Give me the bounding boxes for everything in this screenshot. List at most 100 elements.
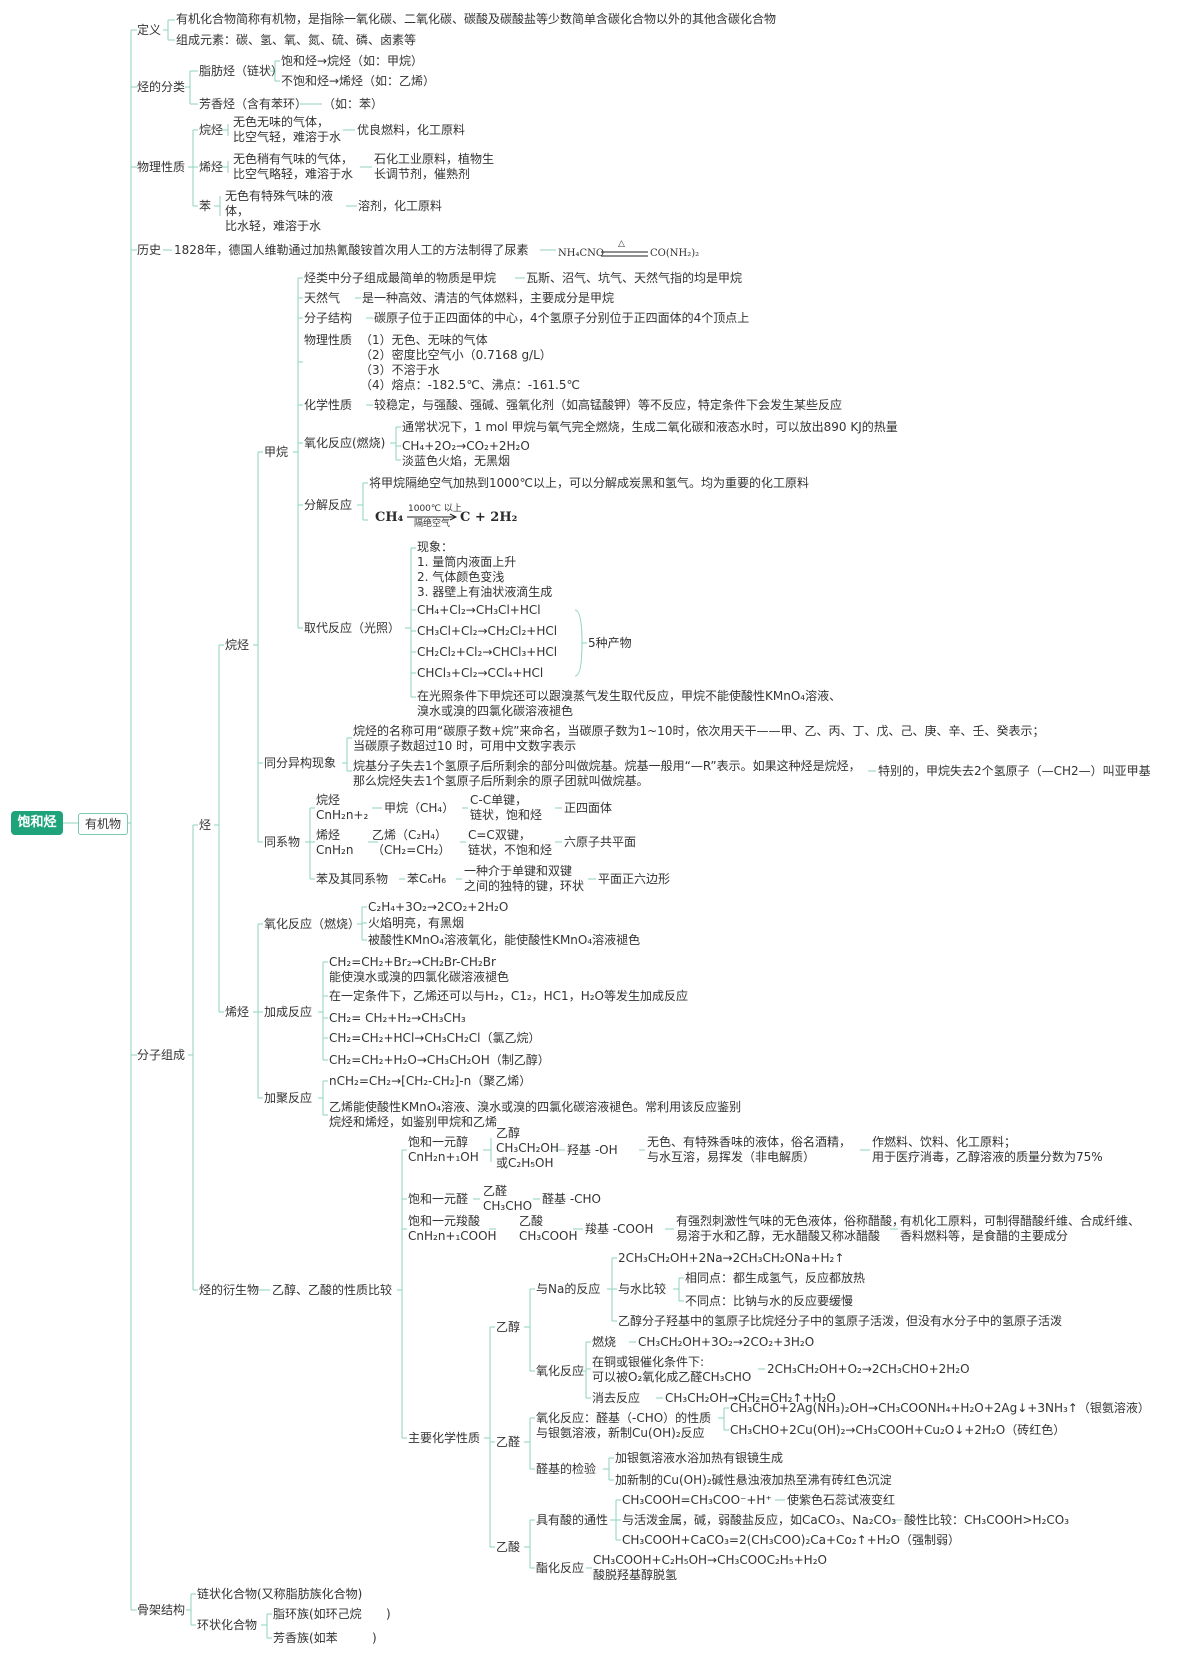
node-derivatives[interactable]: 烃的衍生物 bbox=[199, 1283, 260, 1297]
methane-names: 瓦斯、沼气、坑气、天然气指的均是甲烷 bbox=[526, 271, 743, 285]
phenomenon-2: 2. 气体颜色变浅 bbox=[417, 570, 505, 584]
node-alkenes[interactable]: 烯烃 bbox=[225, 1005, 250, 1019]
homo-methane: 甲烷（CH₄） bbox=[384, 801, 455, 815]
node-water-compare[interactable]: 与水比较 bbox=[618, 1282, 667, 1296]
addition-hcl: CH₂=CH₂+HCl→CH₃CH₂Cl（氯乙烷） bbox=[329, 1031, 541, 1045]
iso-naming-2: 当碳原子数超过10 时，可用中文数字表示 bbox=[353, 739, 577, 753]
phys-alkene-use1: 石化工业原料，植物生 bbox=[374, 152, 495, 166]
phenomenon-3: 3. 器壁上有油状液滴生成 bbox=[417, 585, 553, 599]
homo-alkene-bond: C=C双键， bbox=[468, 828, 531, 842]
node-molecular[interactable]: 分子组成 bbox=[137, 1048, 186, 1062]
subst-eq-2: CH₃Cl+Cl₂→CH₂Cl₂+HCl bbox=[417, 624, 558, 638]
node-ring[interactable]: 环状化合物 bbox=[197, 1618, 258, 1632]
phys-alkane[interactable]: 烷烃 bbox=[199, 123, 224, 137]
methane-phys-3: （3）不溶于水 bbox=[360, 363, 440, 377]
ald-test-2: 加新制的Cu(OH)₂碱性悬浊液加热至沸有砖红色沉淀 bbox=[615, 1473, 892, 1487]
d-acetaldehyde: 乙醛 bbox=[483, 1184, 508, 1198]
node-aliphatic[interactable]: 脂肪烃（链状） bbox=[199, 64, 284, 78]
node-natural-gas[interactable]: 天然气 bbox=[304, 291, 341, 305]
alkene-comb-eq: C₂H₄+3O₂→2CO₂+2H₂O bbox=[368, 900, 509, 914]
methane-simplest: 烃类中分子组成最简单的物质是甲烷 bbox=[304, 271, 497, 285]
d-aldehyde-group: 醛基 -CHO bbox=[542, 1192, 601, 1206]
homo-alkane-bond: C-C单键， bbox=[470, 793, 528, 807]
d-aldehyde-class: 饱和一元醛 bbox=[408, 1192, 469, 1206]
acid-caco3-eq: CH₃COOH+CaCO₃=2(CH₃COO)₂Ca+Co₂↑+H₂O（强制弱） bbox=[622, 1533, 960, 1547]
homo-alkene-formula: CnH₂n bbox=[316, 843, 354, 857]
homo-coplanar: 六原子共平面 bbox=[564, 835, 637, 849]
root-node[interactable]: 饱和烃 bbox=[11, 811, 63, 835]
node-esterification[interactable]: 酯化反应 bbox=[536, 1561, 585, 1575]
node-structure[interactable]: 分子结构 bbox=[304, 311, 353, 325]
phys-benzene-d2: 体， bbox=[225, 204, 250, 218]
iso-naming-1: 烷烃的名称可用“碳原子数+烷”来命名，当碳原子数为1~10时，依次用天干——甲、… bbox=[353, 724, 1045, 738]
node-polymerization[interactable]: 加聚反应 bbox=[264, 1091, 313, 1105]
homo-alkene: 烯烃 bbox=[316, 828, 341, 842]
node-history[interactable]: 历史 bbox=[137, 243, 162, 257]
addition-br2: CH₂=CH₂+Br₂→CH₂Br-CH₂Br bbox=[329, 955, 496, 969]
homo-ethylene-formula: （CH₂=CH₂） bbox=[372, 843, 451, 857]
node-acetic-acid[interactable]: 乙酸 bbox=[496, 1540, 521, 1554]
node-isomerism[interactable]: 同分异构现象 bbox=[264, 756, 337, 770]
node-skeleton[interactable]: 骨架结构 bbox=[137, 1603, 186, 1617]
subst-eq-3: CH₂Cl₂+Cl₂→CHCl₃+HCl bbox=[417, 645, 558, 659]
d-ethanol-formula: CH₃CH₂OH bbox=[496, 1141, 559, 1155]
node-addition[interactable]: 加成反应 bbox=[264, 1005, 313, 1019]
homo-ethylene: 乙烯（C₂H₄） bbox=[372, 828, 448, 842]
methane-phys-2: （2）密度比空气小（0.7168 g/L） bbox=[360, 348, 552, 362]
node-decomposition[interactable]: 分解反应 bbox=[304, 498, 353, 512]
node-hydrocarbon[interactable]: 烃 bbox=[199, 818, 212, 832]
skel-alicyclic-close: ) bbox=[386, 1607, 391, 1621]
d-ethanol-alt: 或C₂H₅OH bbox=[496, 1156, 554, 1170]
node-definition[interactable]: 定义 bbox=[137, 23, 162, 37]
node-alkene-combustion[interactable]: 氧化反应（燃烧） bbox=[264, 917, 361, 931]
node-combustion[interactable]: 氧化反应(燃烧) bbox=[304, 436, 386, 450]
phys-alkene[interactable]: 烯烃 bbox=[199, 160, 224, 174]
node-main-chem[interactable]: 主要化学性质 bbox=[408, 1431, 481, 1445]
alkene-comb-flame: 火焰明亮，有黑烟 bbox=[368, 916, 465, 930]
node-methane[interactable]: 甲烷 bbox=[264, 445, 289, 459]
urea-eq-left: NH₄CNO bbox=[558, 248, 605, 259]
node-methane-chemical[interactable]: 化学性质 bbox=[304, 398, 353, 412]
node-methane-physical[interactable]: 物理性质 bbox=[304, 333, 353, 347]
node-aromatic[interactable]: 芳香烃（含有苯环） bbox=[199, 97, 308, 111]
skel-aromatic: 芳香族(如苯 bbox=[273, 1631, 338, 1645]
homo-benzene-bond-1: 一种介于单键和双键 bbox=[464, 864, 573, 878]
na-note: 乙醇分子羟基中的氢原子比烷烃分子中的氢原子活泼，但没有水分子中的氢原子活泼 bbox=[618, 1314, 1063, 1328]
ox-elimination-eq: CH₃CH₂OH→CH₂=CH₂↑+H₂O bbox=[665, 1391, 836, 1405]
phys-alkane-d2: 比空气轻，难溶于水 bbox=[233, 130, 342, 144]
homo-tetrahedron: 正四面体 bbox=[564, 801, 613, 815]
node-physical[interactable]: 物理性质 bbox=[137, 160, 186, 174]
alkene-comb-kmno4: 被酸性KMnO₄溶液氧化，能使酸性KMnO₄溶液褪色 bbox=[368, 933, 641, 947]
node-aldehyde-test[interactable]: 醛基的检验 bbox=[536, 1462, 597, 1476]
node-acetaldehyde[interactable]: 乙醛 bbox=[496, 1435, 521, 1449]
node-acid-properties[interactable]: 具有酸的通性 bbox=[536, 1513, 609, 1527]
node-alkanes[interactable]: 烷烃 bbox=[225, 638, 250, 652]
d-ethanol: 乙醇 bbox=[496, 1126, 521, 1140]
d-ethanol-use-2: 用于医疗消毒，乙醇溶液的质量分数为75% bbox=[872, 1150, 1103, 1164]
ald-oxidation-1: 氧化反应：醛基（-CHO）的性质 bbox=[536, 1411, 712, 1425]
urea-eq-condition: △ bbox=[618, 239, 625, 249]
phys-benzene[interactable]: 苯 bbox=[199, 199, 212, 213]
phys-alkane-d1: 无色无味的气体， bbox=[233, 115, 330, 129]
phenomenon-title: 现象： bbox=[417, 540, 454, 554]
acid-litmus: 使紫色石蕊试液变红 bbox=[787, 1493, 896, 1507]
node-ethanol[interactable]: 乙醇 bbox=[496, 1320, 521, 1334]
ald-oxidation-2: 与银氨溶液，新制Cu(OH)₂反应 bbox=[536, 1426, 705, 1440]
d-alcohol-class: 饱和一元醇 bbox=[408, 1135, 469, 1149]
node-classification[interactable]: 烃的分类 bbox=[137, 80, 186, 94]
node-ethanol-oxidation[interactable]: 氧化反应 bbox=[536, 1364, 585, 1378]
phys-alkene-use2: 长调节剂，催熟剂 bbox=[374, 167, 471, 181]
homo-alkane-chain: 链状，饱和烃 bbox=[470, 808, 543, 822]
node-na-reaction[interactable]: 与Na的反应 bbox=[536, 1282, 601, 1296]
phys-benzene-use: 溶剂，化工原料 bbox=[358, 199, 443, 213]
polymer-note-1: 乙烯能使酸性KMnO₄溶液、溴水或溴的四氯化碳溶液褪色。常利用该反应鉴别 bbox=[329, 1100, 742, 1114]
homo-alkene-chain: 链状，不饱和烃 bbox=[468, 843, 553, 857]
phys-alkane-use: 优良燃料，化工原料 bbox=[357, 123, 466, 137]
node-comparison[interactable]: 乙醇、乙酸的性质比较 bbox=[272, 1283, 393, 1297]
node-organic[interactable]: 有机物 bbox=[78, 813, 128, 835]
homo-alkane-formula: CnH₂n+₂ bbox=[316, 808, 369, 822]
skel-alicyclic: 脂环族(如环己烷 bbox=[273, 1607, 362, 1621]
node-substitution[interactable]: 取代反应（光照） bbox=[304, 621, 401, 635]
acid-ionization: CH₃COOH=CH₃COO⁻+H⁺ bbox=[622, 1493, 772, 1507]
node-homologs[interactable]: 同系物 bbox=[264, 835, 301, 849]
